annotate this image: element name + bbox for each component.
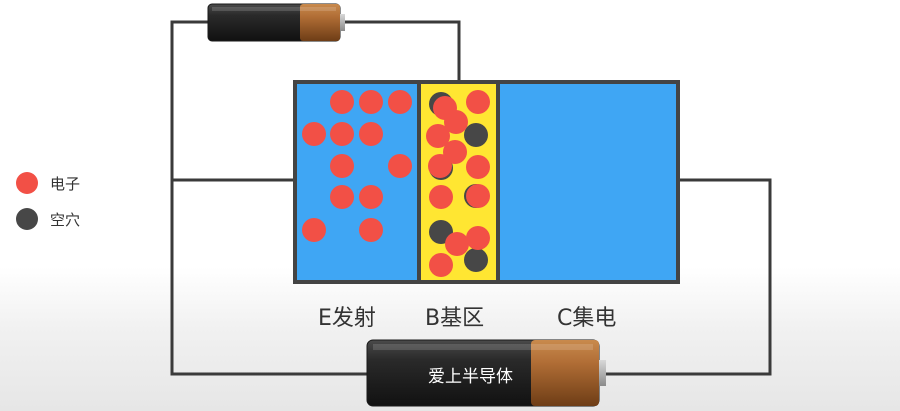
electrons <box>302 90 490 277</box>
electron <box>330 185 354 209</box>
electron <box>428 154 452 178</box>
battery-label: 爱上半导体 <box>428 367 513 387</box>
legend-hole-label: 空穴 <box>50 210 81 229</box>
electron <box>429 253 453 277</box>
legend-electron-label: 电子 <box>50 174 81 193</box>
electron <box>426 124 450 148</box>
legend-hole: 空穴 <box>16 206 80 232</box>
emitter-region <box>295 82 419 282</box>
electron-icon <box>16 172 38 194</box>
circuit-wires <box>170 20 772 376</box>
electron <box>388 154 412 178</box>
electron <box>359 122 383 146</box>
electron <box>444 110 468 134</box>
hole-icon <box>16 208 38 230</box>
electron <box>302 218 326 242</box>
collector-region <box>498 82 678 282</box>
semiconductor-block <box>293 80 680 284</box>
electron <box>466 90 490 114</box>
legend-electron: 电子 <box>16 170 80 196</box>
top-battery <box>207 3 345 42</box>
electron <box>330 122 354 146</box>
electron <box>388 90 412 114</box>
electron <box>443 140 467 164</box>
hole <box>464 248 488 272</box>
electron <box>359 90 383 114</box>
electron <box>330 90 354 114</box>
electron <box>359 185 383 209</box>
top-wire <box>170 20 370 376</box>
emitter-label: E发射 <box>318 306 376 331</box>
electron <box>466 226 490 250</box>
electron <box>429 185 453 209</box>
electron <box>466 184 490 208</box>
electron <box>466 155 490 179</box>
electron <box>445 232 469 256</box>
electron <box>302 122 326 146</box>
top-right-wire <box>341 20 461 82</box>
electron <box>359 218 383 242</box>
electron <box>330 154 354 178</box>
bottom-battery <box>366 339 606 407</box>
base-label: B基区 <box>425 306 485 331</box>
hole <box>464 123 488 147</box>
collector-wire <box>600 178 772 376</box>
collector-label: C集电 <box>557 306 617 331</box>
